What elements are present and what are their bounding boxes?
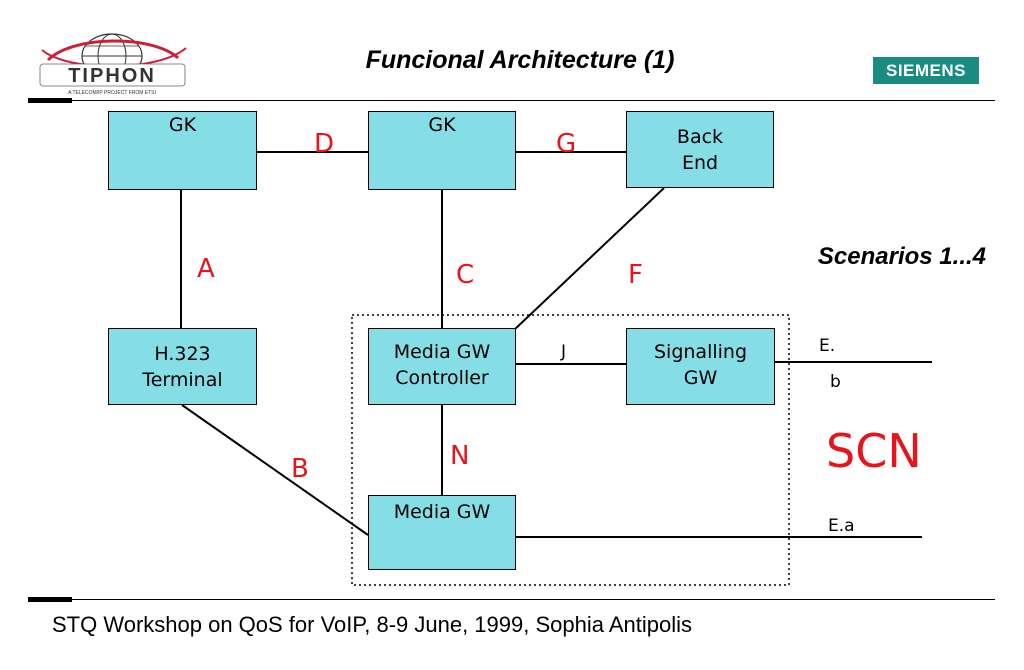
label-e-b-top: E. [819,336,836,356]
label-n: N [450,441,470,471]
label-j: J [561,342,567,362]
label-f: F [628,260,643,290]
label-a: A [197,254,215,284]
node-media-gw-controller: Media GW Controller [368,328,516,405]
logo-text: TIPHON [68,65,156,87]
label-e-a: E.a [828,516,855,536]
footer-text: STQ Workshop on QoS for VoIP, 8-9 June, … [52,612,693,637]
node-h323-terminal: H.323 Terminal [108,328,257,405]
node-back-end: Back End [626,111,774,188]
footer-divider [28,599,995,600]
siemens-logo: SIEMENS [873,57,979,84]
label-c: C [456,260,475,290]
label-b: B [291,454,309,484]
scenarios-caption: Scenarios 1...4 [817,243,986,270]
header-divider [28,100,995,101]
header-accent [28,98,72,103]
node-gk-center: GK [368,111,516,190]
logo-tagline: A TELECOM/IP PROJECT FROM ETSI [68,90,156,96]
label-scn: SCN [826,424,922,478]
node-signalling-gw: Signalling GW [626,328,775,405]
label-d: D [314,129,335,159]
gateway-boundary [351,314,790,586]
footer-accent [28,597,72,602]
page-title: Funcional Architecture (1) [365,46,675,74]
tiphon-logo: TIPHON A TELECOM/IP PROJECT FROM ETSI [28,30,198,102]
label-g: G [556,129,577,159]
link-f [513,187,665,331]
node-media-gw: Media GW [368,495,516,570]
label-e-b-bottom: b [830,372,841,392]
link-b [181,404,369,536]
node-gk-left: GK [108,111,257,190]
